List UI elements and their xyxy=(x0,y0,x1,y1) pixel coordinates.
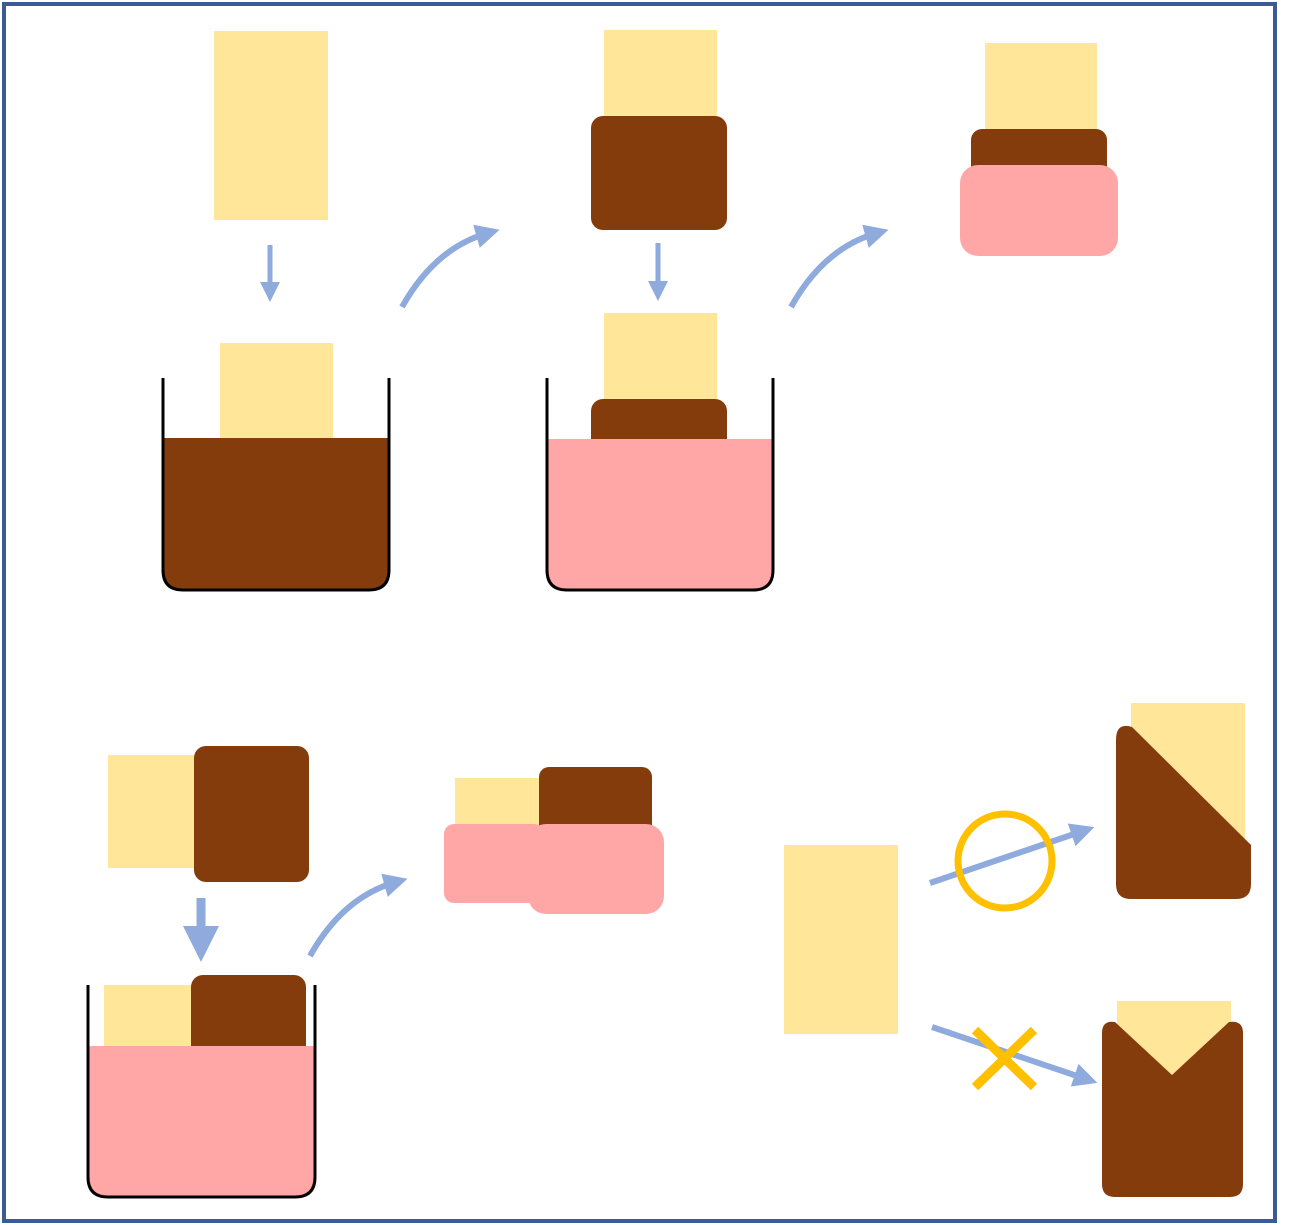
strawberry-liquid xyxy=(88,1046,315,1197)
strawberry-liquid xyxy=(547,439,773,590)
beaker-outline xyxy=(545,378,775,592)
cross-icon xyxy=(971,1026,1038,1091)
beaker-outline xyxy=(161,378,391,592)
strawberry-coated-biscuit xyxy=(960,43,1118,256)
sideways-strawberry-coated-biscuit xyxy=(444,767,664,914)
chocolate-liquid xyxy=(163,438,389,590)
sideways-strawberry-beaker xyxy=(86,975,317,1199)
curved-arrow-icon xyxy=(788,224,889,309)
v-notch-coating-biscuit xyxy=(1102,1001,1243,1197)
diagonal-arrow-icon xyxy=(929,823,1095,886)
chocolate-beaker xyxy=(161,343,391,592)
strawberry-beaker xyxy=(545,313,775,592)
circle-icon xyxy=(954,810,1056,912)
biscuit-in-beaker xyxy=(220,343,333,443)
curved-arrow-icon xyxy=(399,224,500,309)
plain-biscuit xyxy=(784,845,898,1034)
half-chocolate-biscuit xyxy=(108,746,309,882)
diagonal-coating-biscuit xyxy=(1116,703,1251,899)
plain-biscuit xyxy=(214,31,328,220)
curved-arrow-icon xyxy=(307,873,408,958)
chocolate-coated-biscuit xyxy=(591,30,727,230)
beaker-outline xyxy=(86,985,317,1199)
